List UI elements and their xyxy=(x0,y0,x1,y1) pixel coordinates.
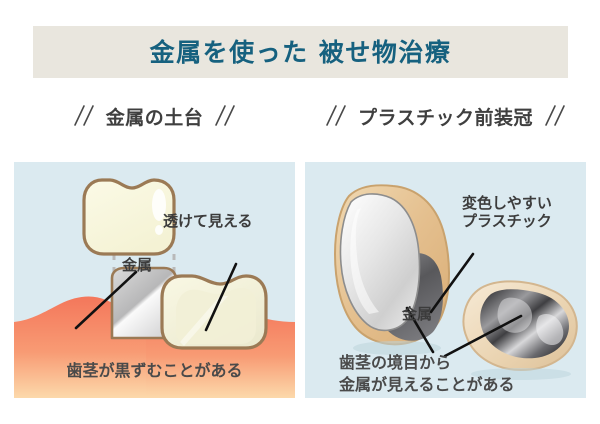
crown-shadow xyxy=(353,341,441,355)
leader-line-plastic xyxy=(429,252,475,314)
plastic-veneer-crown-illustration xyxy=(334,184,578,380)
double-slash-right-icon xyxy=(215,105,236,126)
callout-label-see-through: 透けて見える xyxy=(163,212,253,230)
floating-crown-cap xyxy=(82,178,176,256)
page-title: 金属を使った 被せ物治療 xyxy=(149,37,452,67)
section-heading-label: 金属の土台 xyxy=(105,106,204,129)
occlusal-shadow xyxy=(471,368,571,380)
caption-metal-core: 歯茎が黒ずむことがある xyxy=(66,361,243,380)
callout-label-metal-right: 金属 xyxy=(402,305,433,323)
crown-facing-highlight xyxy=(350,208,379,314)
leader-line-metal xyxy=(74,270,138,330)
metal-core-illustration xyxy=(14,178,295,398)
callout-label-discoloring-plastic: 変色しやすい プラスチック xyxy=(462,194,552,230)
leader-line-metal-front xyxy=(405,306,435,354)
section-heading-plastic-veneer-crown: プラスチック前装冠 xyxy=(305,99,586,133)
caption-plastic-veneer-crown: 歯茎の境目から 金属が見えることがある xyxy=(339,353,515,394)
crown-highlight-large xyxy=(152,189,166,221)
double-slash-right-icon xyxy=(545,105,565,126)
illustration-panel-plastic-veneer-crown xyxy=(305,162,586,398)
occlusal-view-crown xyxy=(462,280,578,380)
leader-line-see-through xyxy=(204,262,238,332)
callout-label-metal-left: 金属 xyxy=(122,256,153,274)
double-slash-left-icon xyxy=(73,105,94,126)
seated-crown-inner-shading xyxy=(176,288,256,344)
illustration-panel-metal-core xyxy=(14,162,295,398)
section-heading-metal-core: 金属の土台 xyxy=(14,99,295,133)
crown-highlight-small xyxy=(155,225,163,235)
double-slash-left-icon xyxy=(326,105,346,126)
section-heading-label: プラスチック前装冠 xyxy=(357,106,534,129)
title-band: 金属を使った 被せ物治療 xyxy=(33,26,568,78)
leader-line-metal-occlusal xyxy=(443,314,523,358)
occlusal-highlight-b xyxy=(536,313,564,346)
